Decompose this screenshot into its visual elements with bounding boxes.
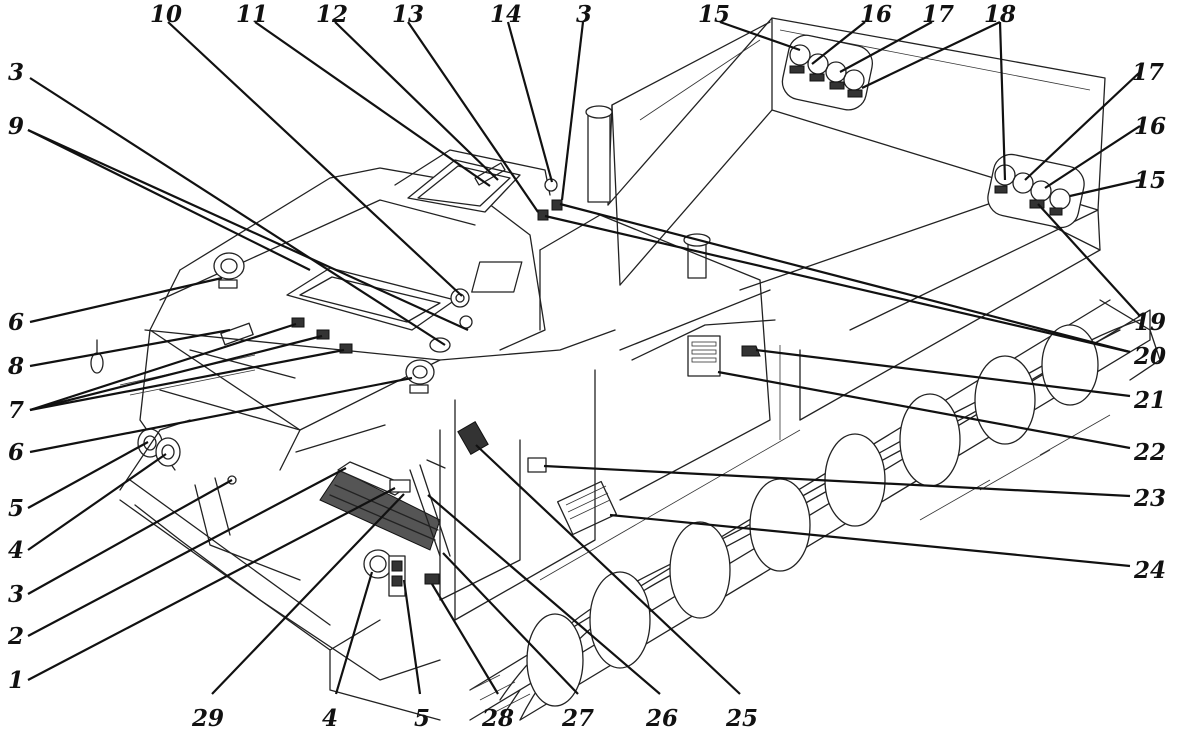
leader-3-top [560,21,585,201]
callout-8: 8 [7,353,24,380]
leader-6-upper [29,276,223,324]
leader-28 [431,583,499,695]
leader-12 [334,21,499,181]
callout-3-bottom: 3 [8,581,24,608]
leader-29 [211,493,405,695]
leader-9a [27,129,311,271]
callout-9: 9 [8,113,24,140]
leader-4-bottom [334,571,374,695]
callout-6-lower: 6 [8,439,24,466]
leader-22 [717,370,1131,450]
callout-27: 27 [561,705,594,732]
leader-16-right [1044,125,1141,189]
callout-17-top: 17 [922,1,954,28]
leader-lines [27,20,1141,695]
callout-1: 1 [8,667,24,694]
callout-26: 26 [645,705,678,732]
leader-3-left [29,77,446,346]
callout-15-top: 15 [698,1,730,28]
callout-21: 21 [1133,387,1166,414]
callout-17-right: 17 [1132,59,1164,86]
callout-4-bottom: 4 [322,705,338,732]
exhaust-pipes [585,105,711,279]
leader-9b [27,128,469,332]
leader-14 [506,21,554,183]
callout-labels: 10 11 12 13 14 3 15 16 17 18 3 9 17 16 1… [7,1,1166,732]
leader-19 [1037,203,1141,317]
callout-22: 22 [1133,439,1166,466]
leader-27 [442,552,579,695]
engine-housing [471,214,776,501]
callout-4-left: 4 [8,537,24,564]
leader-7b [29,334,323,412]
callout-24: 24 [1133,557,1166,584]
leader-25 [475,444,741,695]
callout-19: 19 [1134,309,1166,336]
callout-13: 13 [392,1,424,28]
callout-23: 23 [1133,485,1166,512]
callout-25: 25 [725,705,758,732]
callout-14: 14 [490,1,522,28]
leader-18a [861,21,1001,89]
leader-16-top [811,21,866,65]
leader-18b [998,21,1007,181]
callout-16-top: 16 [860,1,892,28]
leader-15-right [1069,178,1141,198]
callout-10: 10 [150,1,182,28]
callout-20: 20 [1133,343,1166,370]
callout-6-upper: 6 [8,309,24,336]
leader-7c [29,348,345,412]
leader-4-left [27,453,167,551]
headlamps [90,178,563,597]
callout-16-right: 16 [1134,113,1166,140]
leader-17-right [1024,71,1141,181]
leader-15-top [719,20,801,52]
callout-28: 28 [481,705,514,732]
leader-24 [609,513,1131,568]
leader-10 [167,21,463,297]
rear-light-cluster-top [781,34,874,111]
front-radiator [295,424,451,557]
vehicle-drawing [90,17,1161,721]
leader-3-bottom [27,479,233,595]
leader-23 [543,464,1131,498]
rear-light-cluster-right [987,153,1085,229]
front-bumper [119,419,441,721]
callout-12: 12 [316,1,348,28]
callout-15-right: 15 [1134,167,1166,194]
leader-20b [544,214,1131,354]
leader-7a [29,322,297,412]
tracks [469,299,1161,721]
callout-7: 7 [8,397,24,424]
leader-20a [559,202,1131,354]
callout-3-left: 3 [8,59,24,86]
callout-11: 11 [236,1,268,28]
leader-26 [427,494,661,695]
leader-2 [27,467,347,637]
leader-6-lower [29,376,413,454]
leader-5-left [27,441,149,509]
callout-5-left: 5 [8,495,24,522]
leader-11 [254,21,491,187]
leader-21 [755,348,1131,398]
leader-5-bottom [402,579,422,695]
leader-8 [29,328,231,368]
leader-1 [27,487,396,681]
callout-29: 29 [191,705,224,732]
callout-18: 18 [984,1,1016,28]
leader-13 [407,21,539,213]
callout-2: 2 [7,623,24,650]
leader-17-top [839,21,933,73]
callout-3-top: 3 [576,1,592,28]
callout-5-bottom: 5 [414,705,430,732]
